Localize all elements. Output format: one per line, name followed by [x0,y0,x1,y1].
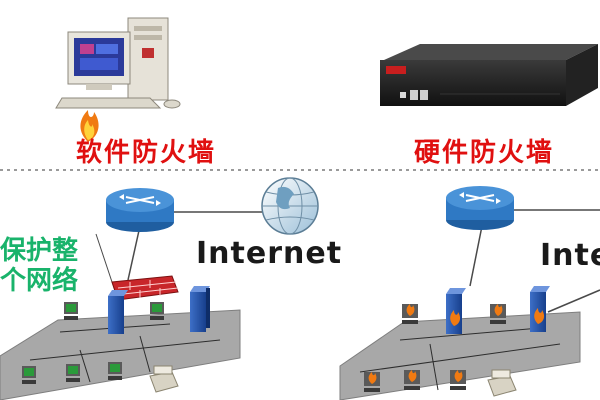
right-network-cables [359,327,561,391]
protect-network-text: 保护整 个网络 [0,236,78,296]
internet-label-cropped: Inte [540,238,600,273]
printer-icon [149,365,179,393]
globe-icon [261,177,319,235]
protect-network-line-2: 个网络 [0,266,79,296]
right-network-links [469,209,600,313]
router-icon [446,186,514,230]
workstation-icon [66,364,80,382]
printer-icon [487,369,517,397]
software-firewall-title: 软件防火墙 [76,138,217,168]
workstation-icon [22,366,36,384]
server-icon [108,290,128,334]
protect-network-line-1: 保护整 [0,236,79,266]
desktop-computer-icon [55,17,181,109]
router-icon [106,188,174,232]
workstation-icon [108,362,122,380]
workstation-with-firewall-icon [490,304,506,324]
server-icon [190,286,210,332]
server-with-firewall-icon [446,288,466,334]
server-with-firewall-icon [530,286,550,332]
workstation-with-firewall-icon [450,370,466,390]
internet-label: Internet [196,236,343,271]
workstation-with-firewall-icon [364,372,380,392]
workstation-with-firewall-icon [402,304,418,324]
workstation-icon [150,302,164,320]
hardware-firewall-appliance [380,44,598,106]
workstation-with-firewall-icon [404,370,420,390]
fire-icon [80,110,99,142]
workstation-icon [64,302,78,320]
hardware-firewall-title: 硬件防火墙 [414,138,555,168]
